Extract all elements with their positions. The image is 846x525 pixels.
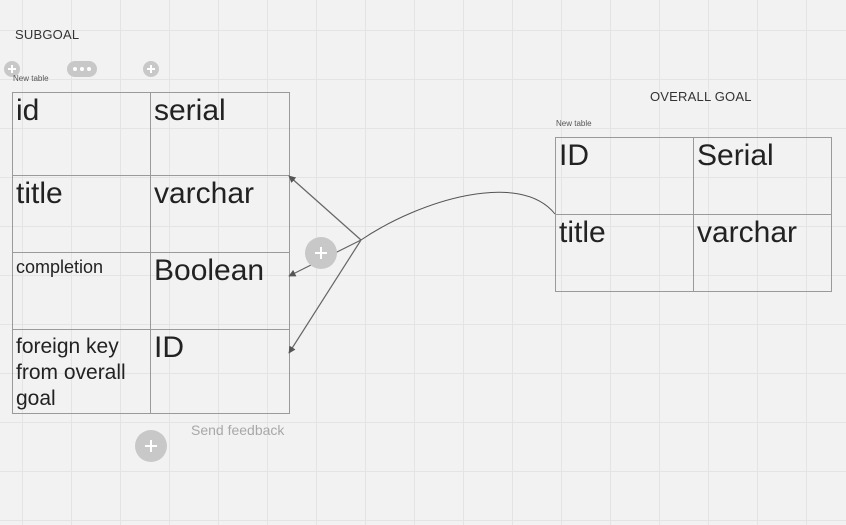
plus-icon xyxy=(315,247,327,259)
plus-icon xyxy=(8,65,16,73)
add-row-connector-button[interactable] xyxy=(305,237,337,269)
subgoal-frame-title: SUBGOAL xyxy=(15,27,80,42)
table-row[interactable]: title varchar xyxy=(12,175,290,253)
field-type-cell[interactable]: varchar xyxy=(693,214,832,292)
field-name-cell[interactable]: ID xyxy=(555,137,694,215)
arrow-to-title[interactable] xyxy=(288,175,362,241)
add-column-button-left[interactable] xyxy=(4,61,20,77)
plus-icon xyxy=(145,440,157,452)
overall-goal-table-caption: New table xyxy=(556,119,592,128)
table-options-button[interactable] xyxy=(67,61,97,77)
subgoal-table[interactable]: id serial title varchar completion Boole… xyxy=(12,92,290,414)
field-type-cell[interactable]: varchar xyxy=(150,175,290,253)
field-name-cell[interactable]: title xyxy=(555,214,694,292)
table-row[interactable]: id serial xyxy=(12,92,290,176)
plus-icon xyxy=(147,65,155,73)
table-row[interactable]: foreign key from overall goal ID xyxy=(12,329,290,414)
field-name-cell[interactable]: id xyxy=(12,92,151,176)
dot xyxy=(87,67,91,71)
field-name-cell[interactable]: foreign key from overall goal xyxy=(12,329,151,414)
field-type-cell[interactable]: Serial xyxy=(693,137,832,215)
table-row[interactable]: completion Boolean xyxy=(12,252,290,330)
field-name-cell[interactable]: completion xyxy=(12,252,151,330)
field-type-cell[interactable]: ID xyxy=(150,329,290,414)
dot xyxy=(73,67,77,71)
add-row-button[interactable] xyxy=(135,430,167,462)
table-row[interactable]: ID Serial xyxy=(555,137,832,215)
send-feedback-link[interactable]: Send feedback xyxy=(191,422,285,438)
overall-goal-table[interactable]: ID Serial title varchar xyxy=(555,137,832,292)
dot xyxy=(80,67,84,71)
overall-goal-frame-title: OVERALL GOAL xyxy=(650,89,752,104)
add-column-button-right[interactable] xyxy=(143,61,159,77)
field-type-cell[interactable]: serial xyxy=(150,92,290,176)
subgoal-table-caption: New table xyxy=(13,74,49,83)
field-type-cell[interactable]: Boolean xyxy=(150,252,290,330)
field-name-cell[interactable]: title xyxy=(12,175,151,253)
relation-curve[interactable] xyxy=(360,191,556,241)
table-row[interactable]: title varchar xyxy=(555,214,832,292)
